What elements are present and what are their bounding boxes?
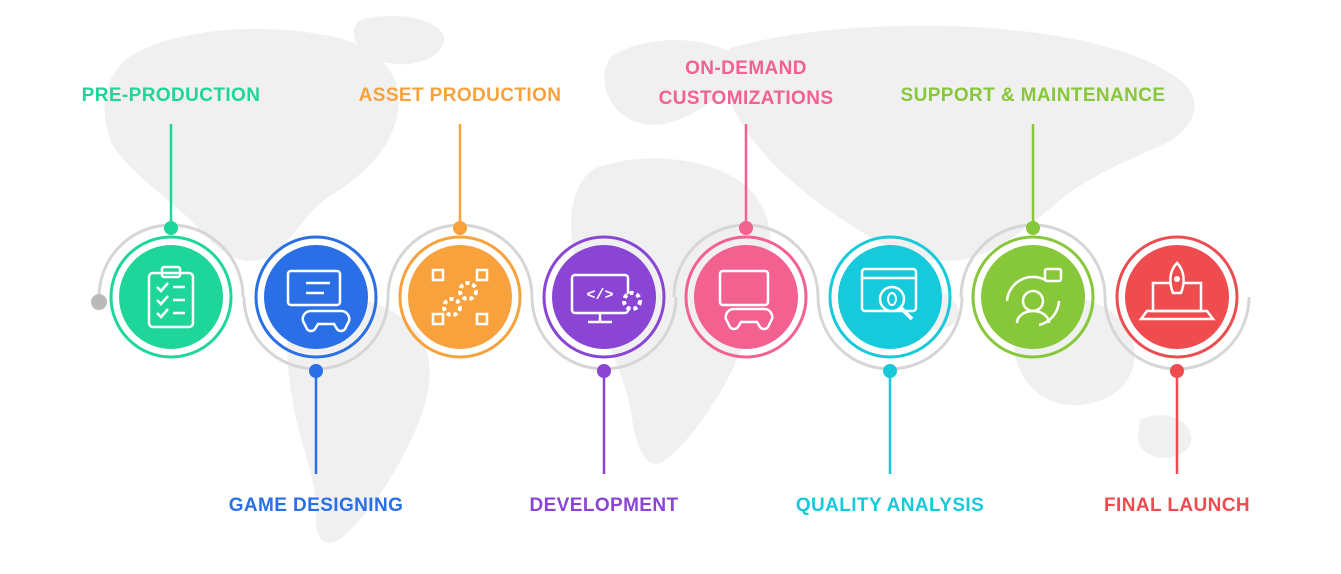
step-dot: [453, 221, 467, 235]
step-dot: [164, 221, 178, 235]
step-dot: [1170, 364, 1184, 378]
step-dot: [1026, 221, 1040, 235]
step-disc: [119, 245, 223, 349]
step-dot: [739, 221, 753, 235]
step-ring: [542, 235, 666, 359]
step-label: ASSET PRODUCTION: [359, 81, 562, 111]
step-label: PRE-PRODUCTION: [82, 81, 261, 111]
step-disc: [981, 245, 1085, 349]
step-label-line: FINAL LAUNCH: [1104, 495, 1250, 516]
step-dot: [597, 364, 611, 378]
bug-inspection-icon: [860, 267, 918, 321]
svg-text:</>: </>: [586, 287, 613, 304]
step-label: QUALITY ANALYSIS: [796, 491, 984, 521]
step-label-line: DEVELOPMENT: [529, 495, 679, 516]
step-ring: [109, 235, 233, 359]
step-disc: [408, 245, 512, 349]
step-label: GAME DESIGNING: [229, 491, 404, 521]
gears-flow-icon: [431, 268, 489, 326]
step-label-line: SUPPORT & MAINTENANCE: [900, 85, 1166, 106]
step-label-line: CUSTOMIZATIONS: [658, 88, 834, 109]
step-label-line: PRE-PRODUCTION: [81, 85, 261, 106]
clipboard-checklist-icon: [147, 265, 195, 329]
step-label: SUPPORT & MAINTENANCE: [901, 81, 1166, 111]
step-label-line: ASSET PRODUCTION: [358, 85, 562, 106]
step-disc: [552, 245, 656, 349]
step-disc: [264, 245, 368, 349]
step-dot: [309, 364, 323, 378]
step-node: </>: [542, 235, 666, 359]
step-node: [828, 235, 952, 359]
step-label: FINAL LAUNCH: [1104, 491, 1250, 521]
step-node: [109, 235, 233, 359]
step-ring: [398, 235, 522, 359]
step-label: ON-DEMAND CUSTOMIZATIONS: [659, 54, 834, 114]
step-ring: [1115, 235, 1239, 359]
start-dot: [91, 294, 107, 310]
code-monitor-icon: </>: [570, 273, 642, 324]
code-gamepad-icon: [286, 269, 351, 333]
rocket-laptop-icon: [1138, 261, 1216, 321]
step-ring: [828, 235, 952, 359]
step-node: [971, 235, 1095, 359]
step-disc: [694, 245, 798, 349]
step-ring: [684, 235, 808, 359]
step-node: [254, 235, 378, 359]
support-agent-icon: [1005, 267, 1063, 327]
step-dot: [883, 364, 897, 378]
step-node: [684, 235, 808, 359]
step-node: [398, 235, 522, 359]
step-label-line: ON-DEMAND: [685, 58, 807, 79]
step-node: [1115, 235, 1239, 359]
step-ring: [254, 235, 378, 359]
step-label: DEVELOPMENT: [529, 491, 678, 521]
step-ring: [971, 235, 1095, 359]
monitor-gamepad-icon: [718, 269, 774, 331]
step-disc: [1125, 245, 1229, 349]
step-label-line: QUALITY ANALYSIS: [795, 495, 985, 516]
step-label-line: GAME DESIGNING: [228, 495, 404, 516]
